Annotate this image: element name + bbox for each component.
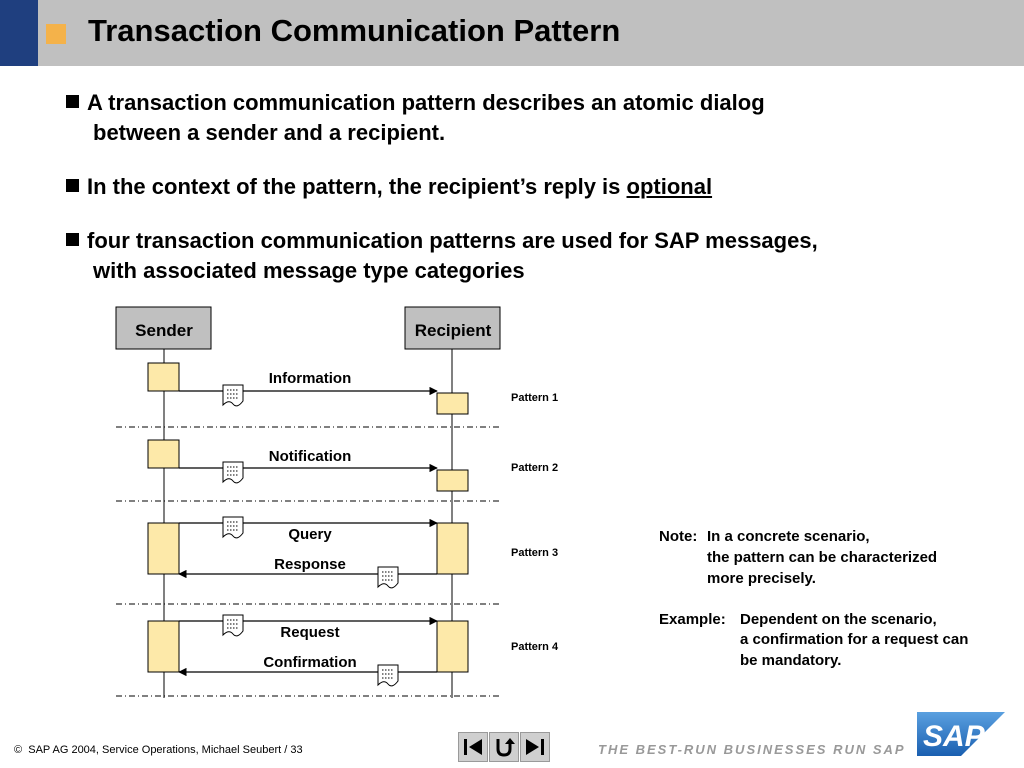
sender-box: [115, 306, 212, 350]
bullet-square-icon: [66, 179, 79, 192]
sender-activation-4: [147, 620, 180, 673]
return-button[interactable]: [489, 732, 519, 762]
document-icon: [222, 614, 244, 637]
message-label: Request: [280, 624, 339, 641]
bullet-2: In the context of the pattern, the recip…: [66, 172, 712, 202]
document-icon: [377, 566, 399, 589]
example-line-2: a confirmation for a request can: [740, 631, 969, 648]
sender-activation-3: [147, 522, 180, 575]
document-icon: [377, 664, 399, 687]
bullet-square-icon: [66, 95, 79, 108]
note-line-2: the pattern can be characterized: [707, 549, 938, 566]
sender-activation-1: [147, 362, 180, 392]
bullet-3: four transaction communication patterns …: [66, 226, 818, 286]
pattern-label: Pattern 1: [511, 392, 558, 404]
recipient-activation-4: [436, 620, 469, 673]
bullet-2-text: In the context of the pattern, the recip…: [87, 174, 627, 199]
bullet-2-emphasis: optional: [626, 174, 713, 199]
bullet-3-line2: with associated message type categories: [93, 258, 525, 283]
example-label: Example:: [659, 611, 726, 628]
footer-credit: SAP AG 2004, Service Operations, Michael…: [28, 744, 303, 756]
forward-icon: [526, 739, 544, 755]
forward-button[interactable]: [520, 732, 550, 762]
bullet-1-line2: between a sender and a recipient.: [93, 120, 446, 145]
slogan: THE BEST-RUN BUSINESSES RUN SAP: [598, 742, 906, 757]
note-label: Note:: [659, 528, 698, 545]
back-icon: [464, 739, 482, 755]
bullet-1-line1: A transaction communication pattern desc…: [87, 90, 765, 115]
header-square-icon: [46, 24, 66, 44]
note-line-3: more precisely.: [707, 570, 816, 587]
recipient-activation-2: [436, 469, 469, 492]
recipient-label: Recipient: [415, 321, 492, 340]
message-label: Information: [269, 370, 352, 387]
return-icon: [496, 738, 515, 757]
header-blue-strip: [0, 0, 38, 66]
document-icon: [222, 516, 244, 539]
sender-activation-2: [147, 439, 180, 469]
footer-text: © SAP AG 2004, Service Operations, Micha…: [14, 744, 303, 756]
pattern-label: Pattern 3: [511, 547, 558, 559]
message-label: Response: [274, 556, 346, 573]
document-icon: [222, 384, 244, 407]
bullet-1: A transaction communication pattern desc…: [66, 88, 765, 148]
title-bar: Transaction Communication Pattern: [0, 0, 1024, 66]
message-label: Query: [288, 526, 332, 543]
sap-logo-text: SAP: [923, 720, 986, 753]
example-line-1: Dependent on the scenario,: [740, 611, 937, 628]
message-label: Confirmation: [263, 654, 356, 671]
recipient-box: [404, 306, 501, 350]
bullet-3-line1: four transaction communication patterns …: [87, 228, 818, 253]
note-line-1: In a concrete scenario,: [707, 528, 870, 545]
page-title: Transaction Communication Pattern: [88, 13, 621, 48]
sender-label: Sender: [135, 321, 193, 340]
document-icon: [222, 461, 244, 484]
copyright-icon: ©: [14, 744, 23, 756]
pattern-label: Pattern 4: [511, 641, 559, 653]
message-label: Notification: [269, 448, 352, 465]
recipient-activation-3: [436, 522, 469, 575]
sap-logo: SAP: [917, 712, 1005, 756]
example-line-3: be mandatory.: [740, 652, 842, 669]
recipient-activation-1: [436, 392, 469, 415]
bullet-square-icon: [66, 233, 79, 246]
pattern-label: Pattern 2: [511, 462, 558, 474]
back-button[interactable]: [458, 732, 488, 762]
